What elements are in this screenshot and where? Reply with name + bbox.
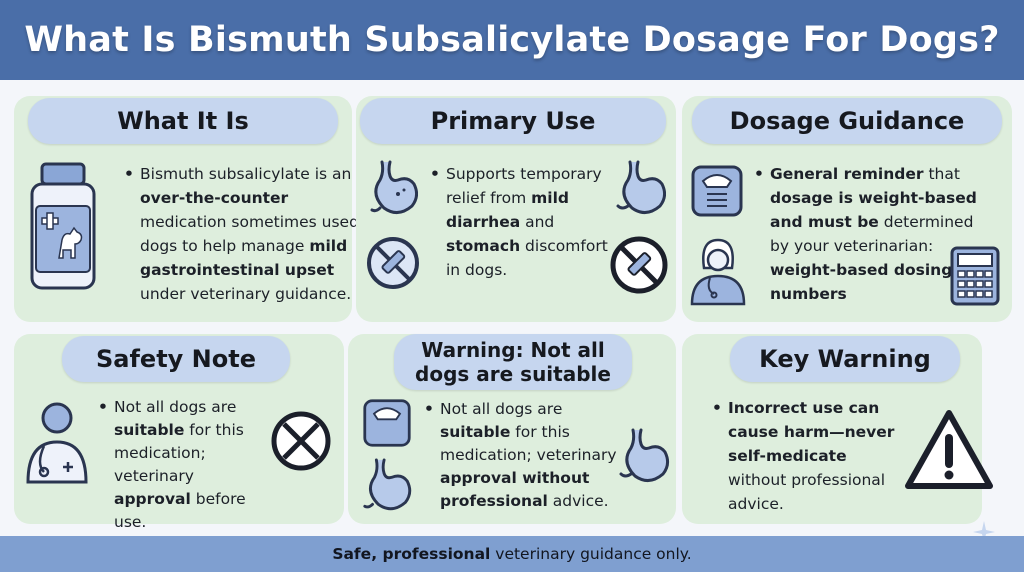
stomach-icon — [362, 458, 412, 518]
stomach-icon — [614, 160, 667, 222]
stomach-icon — [368, 160, 419, 222]
what-it-is-text: •Bismuth subsalicylate is an over-the-co… — [124, 165, 378, 303]
card-title-warning-suitable: Warning: Not all dogs are suitable — [394, 334, 632, 390]
footer-banner: Safe, professional veterinary guidance o… — [0, 536, 1024, 572]
key-warning-text: •Incorrect use can cause harm—never self… — [712, 399, 895, 513]
footer-bold-text: Safe, professional — [332, 545, 491, 563]
card-title-primary-use: Primary Use — [360, 98, 666, 144]
no-syringe-icon — [610, 236, 668, 298]
doctor-icon — [24, 400, 90, 488]
sparkle-icon — [972, 520, 996, 548]
card-title-safety-note: Safety Note — [62, 336, 290, 382]
page-title: What Is Bismuth Subsalicylate Dosage For… — [24, 20, 1000, 60]
no-entry-icon — [270, 410, 332, 476]
medicine-bottle-icon — [28, 162, 98, 296]
header-banner: What Is Bismuth Subsalicylate Dosage For… — [0, 0, 1024, 80]
scale-icon — [362, 398, 412, 452]
veterinarian-icon — [690, 238, 746, 310]
stomach-icon — [616, 428, 670, 490]
card-title-key-warning: Key Warning — [730, 336, 960, 382]
card-title-dosage-guidance: Dosage Guidance — [692, 98, 1002, 144]
safety-note-text: •Not all dogs are suitable for this medi… — [98, 398, 246, 531]
footer-text: veterinary guidance only. — [490, 545, 692, 563]
no-syringe-icon — [366, 236, 420, 294]
primary-use-text: •Supports temporary relief from mild dia… — [430, 165, 608, 279]
calculator-icon — [950, 246, 1000, 310]
warning-triangle-icon — [904, 408, 994, 496]
dosage-guidance-text: •General reminder that dosage is weight-… — [754, 165, 977, 303]
card-title-what-it-is: What It Is — [28, 98, 338, 144]
scale-icon — [690, 164, 744, 222]
warning-suitable-text: •Not all dogs are suitable for this medi… — [424, 400, 617, 510]
